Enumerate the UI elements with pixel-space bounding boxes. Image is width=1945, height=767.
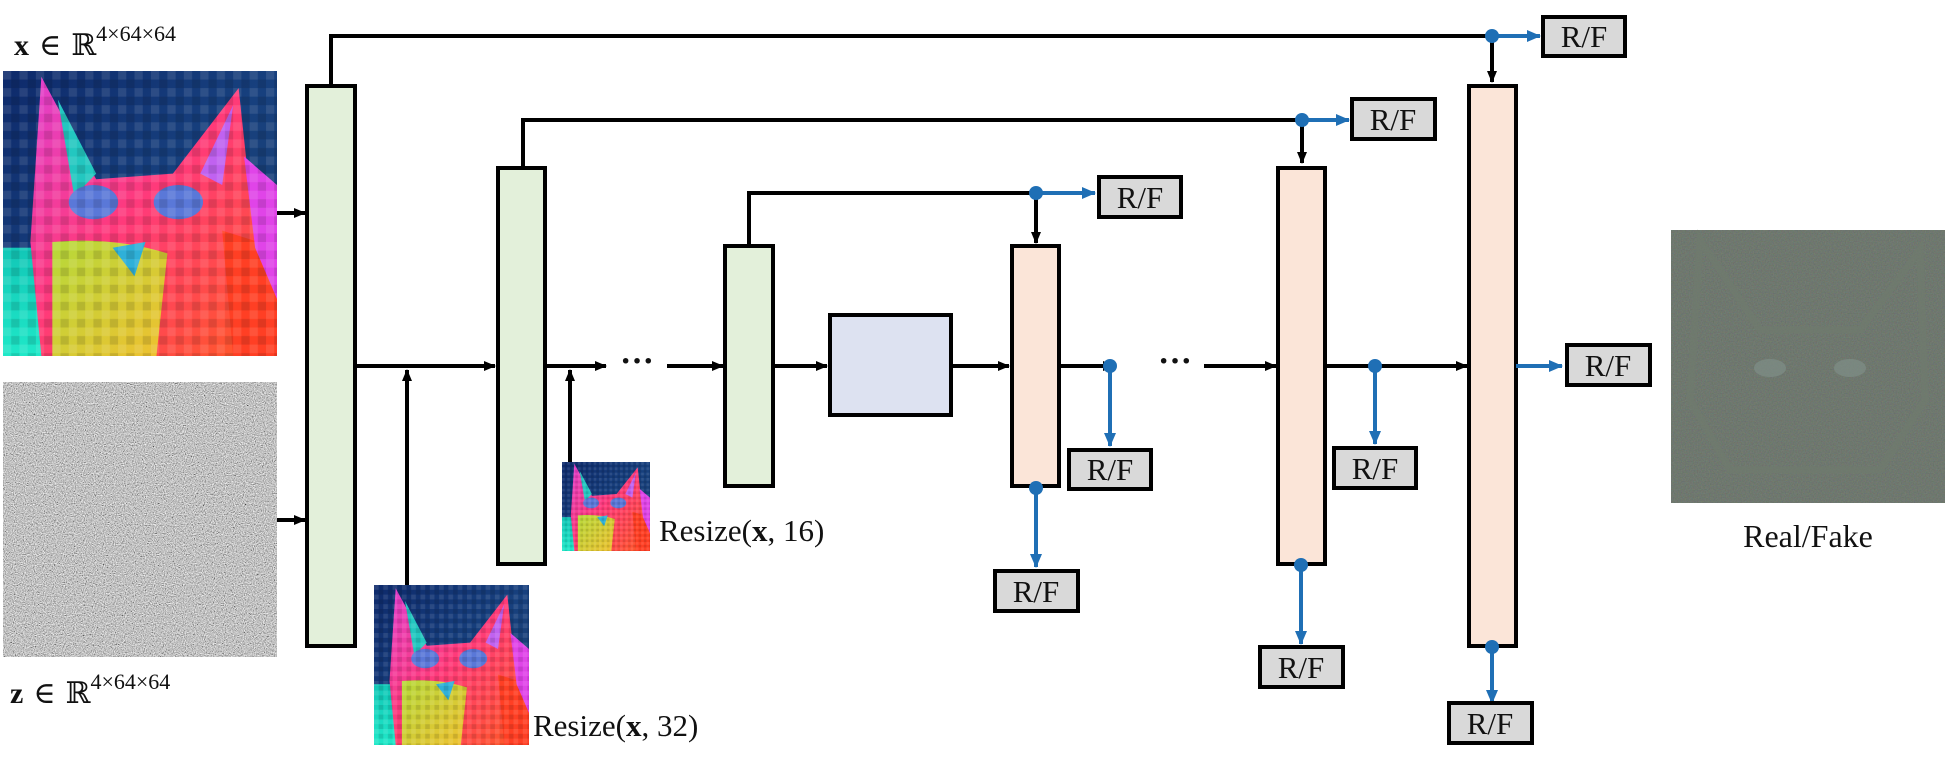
rf-boxes: R/F R/F R/F R/F R/F R/F R/F R/F R/F bbox=[993, 15, 1652, 745]
rf-tap-dots bbox=[1029, 29, 1499, 654]
skip-line-1 bbox=[329, 34, 1497, 86]
svg-text:R/F: R/F bbox=[1117, 180, 1164, 215]
svg-text:R/F: R/F bbox=[1467, 706, 1514, 741]
svg-text:R/F: R/F bbox=[1278, 650, 1325, 685]
svg-text:R/F: R/F bbox=[1087, 452, 1134, 487]
real-fake-output-label: Real/Fake bbox=[1743, 518, 1873, 554]
rf-box-final: R/F bbox=[1565, 343, 1652, 387]
z-noise-image bbox=[3, 382, 277, 657]
rf-box-skip3: R/F bbox=[1097, 175, 1183, 219]
encoder-block-2 bbox=[496, 166, 547, 566]
rf-box-dec2-bottom: R/F bbox=[1258, 645, 1345, 689]
rf-box-dec1-bottom: R/F bbox=[993, 569, 1080, 613]
rf-box-top: R/F bbox=[1541, 15, 1627, 58]
output-image bbox=[1671, 229, 1945, 503]
svg-text:R/F: R/F bbox=[1561, 19, 1608, 54]
skip-connections bbox=[329, 34, 1497, 246]
encoder-block-3 bbox=[723, 244, 775, 488]
svg-text:R/F: R/F bbox=[1352, 451, 1399, 486]
svg-text:R/F: R/F bbox=[1370, 102, 1417, 137]
x32-image bbox=[374, 585, 529, 745]
decoder-block-2 bbox=[1276, 166, 1327, 566]
resize32-label: Resize(x, 32) bbox=[533, 708, 698, 743]
decoder-block-1 bbox=[1010, 244, 1061, 488]
decoder-blocks bbox=[1010, 84, 1518, 648]
z-input-label: z∈ℝ4×64×64 bbox=[10, 669, 170, 710]
rf-box-dec1-flow: R/F bbox=[1067, 448, 1153, 491]
rf-tap-arrows bbox=[1030, 30, 1563, 704]
x-image bbox=[3, 71, 277, 356]
x16-image bbox=[562, 462, 650, 551]
rf-box-dec2-flow: R/F bbox=[1332, 446, 1418, 490]
ellipsis-decoder: ··· bbox=[1158, 343, 1192, 380]
svg-text:R/F: R/F bbox=[1013, 574, 1060, 609]
encoder-blocks bbox=[305, 84, 775, 648]
bottleneck-block bbox=[828, 313, 953, 417]
skip-line-3 bbox=[747, 191, 1041, 246]
ellipsis-encoder: ··· bbox=[620, 343, 654, 380]
x-input-label: x∈ℝ4×64×64 bbox=[14, 21, 176, 62]
decoder-block-3 bbox=[1467, 84, 1518, 648]
rf-box-dec3-bottom: R/F bbox=[1447, 701, 1534, 745]
rf-box-skip2: R/F bbox=[1350, 97, 1437, 141]
encoder-block-1 bbox=[305, 84, 357, 648]
svg-text:R/F: R/F bbox=[1585, 348, 1632, 383]
resize16-label: Resize(x, 16) bbox=[659, 513, 824, 548]
skip-line-2 bbox=[521, 118, 1307, 168]
